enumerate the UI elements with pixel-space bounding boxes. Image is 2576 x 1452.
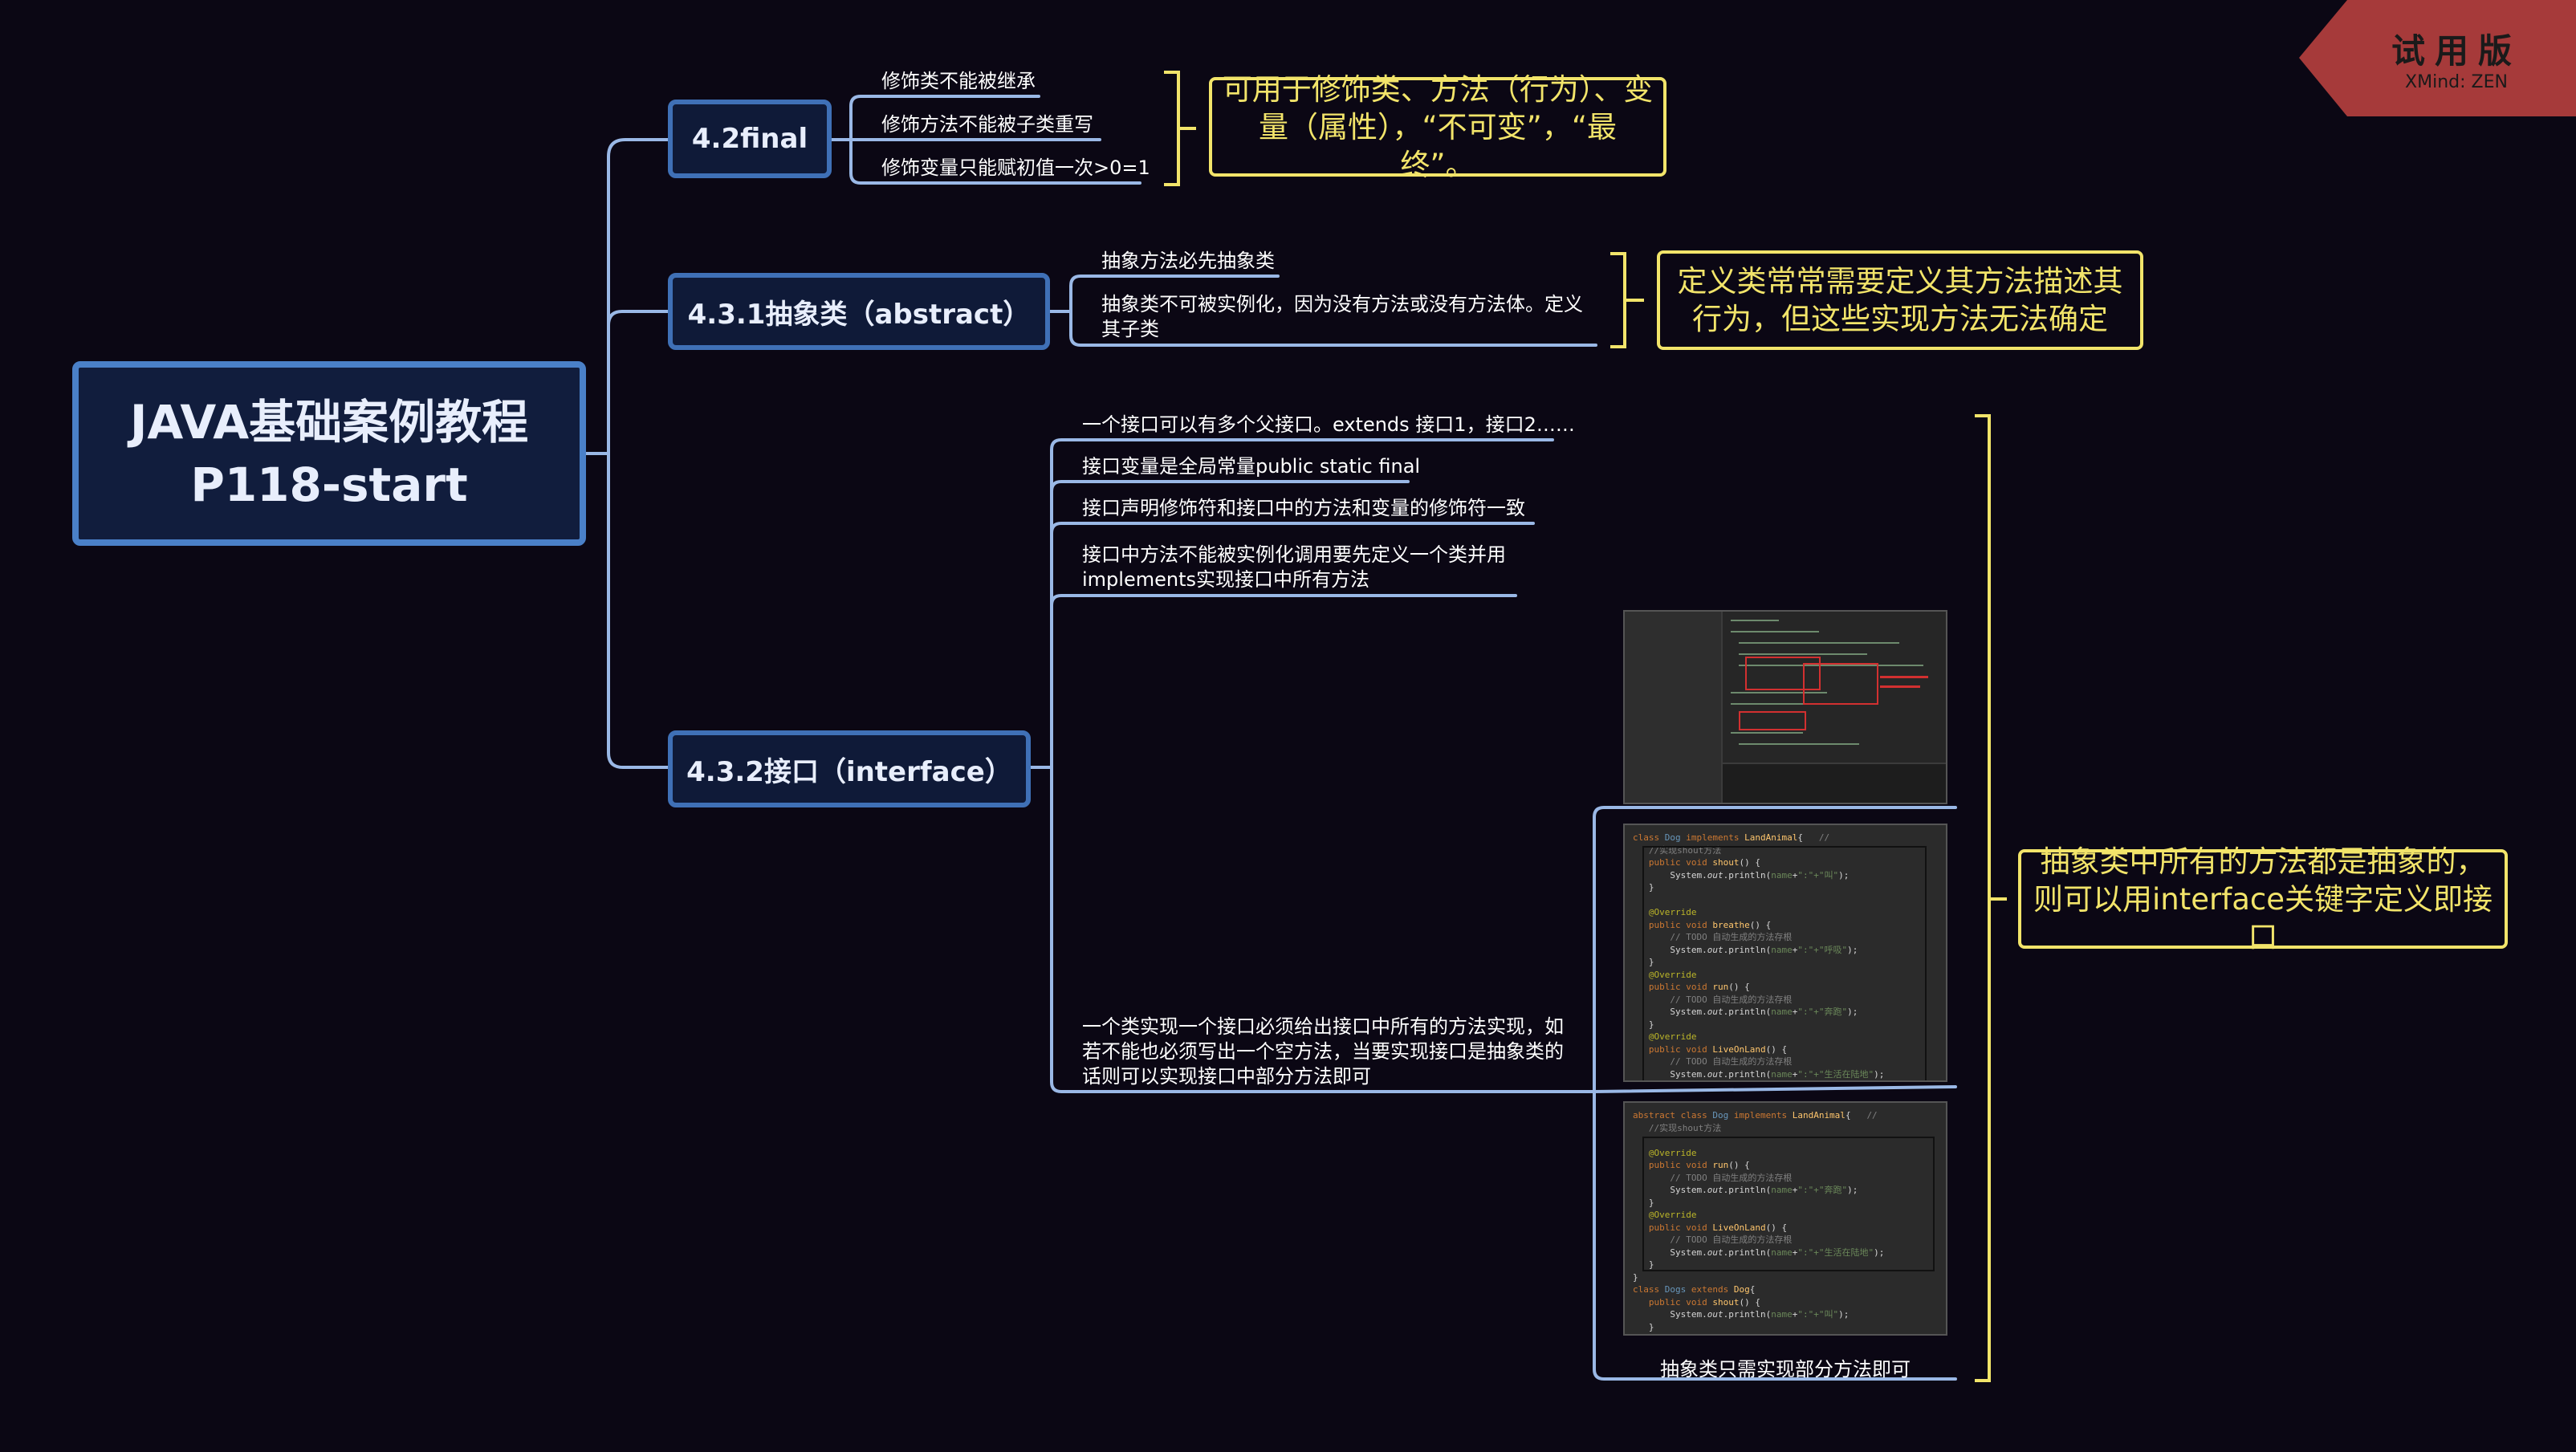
ide-console-pane: [1723, 764, 1946, 803]
subtopic-final-1[interactable]: 修饰类不能被继承: [881, 70, 1036, 92]
root-title-line1: JAVA基础案例教程: [129, 395, 529, 449]
root-title-line2: P118-start: [190, 458, 468, 512]
summary-interface[interactable]: 抽象类中所有的方法都是抽象的，则可以用interface关键字定义即接口: [2018, 844, 2508, 954]
subtopic-abstract-1[interactable]: 抽象方法必先抽象类: [1101, 250, 1275, 272]
summary-final[interactable]: 可用于修饰类、方法（行为）、变量（属性），“不可变”，“最终”。: [1209, 72, 1666, 182]
subtopic-interface-4[interactable]: 接口中方法不能被实例化调用要先定义一个类并用implements实现接口中所有方…: [1082, 543, 1506, 591]
ide-screenshot-image[interactable]: [1623, 610, 1947, 804]
root-topic-text: JAVA基础案例教程 P118-start: [130, 391, 528, 516]
code-screenshot-abstract-dog[interactable]: abstract class Dog implements LandAnimal…: [1623, 1101, 1947, 1336]
topic-final[interactable]: 4.2final: [668, 100, 832, 178]
code-screenshot-dog-class[interactable]: class Dog implements LandAnimal{ // //实现…: [1623, 824, 1947, 1082]
subtopic-abstract-2[interactable]: 抽象类不可被实例化，因为没有方法或没有方法体。定义其子类: [1101, 293, 1583, 340]
subtopic-final-3[interactable]: 修饰变量只能赋初值一次>0=1: [881, 157, 1150, 179]
ide-code-pane: [1723, 612, 1946, 763]
root-topic[interactable]: JAVA基础案例教程 P118-start: [72, 361, 586, 546]
topic-interface[interactable]: 4.3.2接口（interface）: [668, 730, 1031, 807]
subtopic-interface-3[interactable]: 接口声明修饰符和接口中的方法和变量的修饰符一致: [1082, 497, 1525, 519]
subtopic-interface-1[interactable]: 一个接口可以有多个父接口。extends 接口1，接口2……: [1082, 413, 1575, 436]
watermark-badge: [2299, 0, 2576, 116]
summary-abstract[interactable]: 定义类常常需要定义其方法描述其行为，但这些实现方法无法确定: [1657, 250, 2143, 350]
subtopic-interface-2[interactable]: 接口变量是全局常量public static final: [1082, 455, 1421, 478]
image-caption[interactable]: 抽象类只需实现部分方法即可: [1660, 1358, 1911, 1381]
watermark-subtitle: XMind: ZEN: [2405, 72, 2508, 92]
topic-abstract[interactable]: 4.3.1抽象类（abstract）: [668, 273, 1050, 350]
subtopic-final-2[interactable]: 修饰方法不能被子类重写: [881, 113, 1093, 136]
ide-project-tree: [1625, 612, 1721, 803]
subtopic-interface-5[interactable]: 一个类实现一个接口必须给出接口中所有的方法实现，如若不能也必须写出一个空方法，当…: [1082, 1015, 1564, 1088]
watermark-title: 试用版: [2391, 31, 2521, 71]
